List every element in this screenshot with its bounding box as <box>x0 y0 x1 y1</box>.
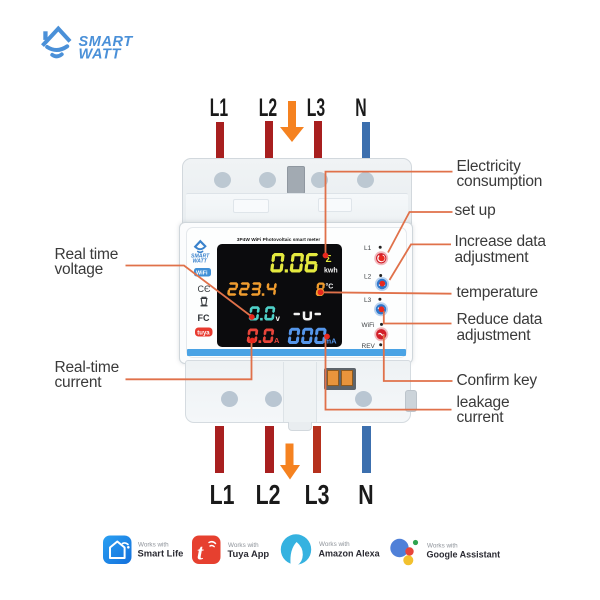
svg-text:Σ: Σ <box>326 254 332 265</box>
svg-text:kwh: kwh <box>324 268 338 275</box>
svg-text:v: v <box>276 314 281 323</box>
svg-text:°C: °C <box>326 283 334 291</box>
svg-text:A: A <box>274 336 280 345</box>
svg-text:SMART: SMART <box>79 34 134 50</box>
svg-text:WATT: WATT <box>79 47 122 63</box>
svg-text:mA: mA <box>325 337 338 346</box>
